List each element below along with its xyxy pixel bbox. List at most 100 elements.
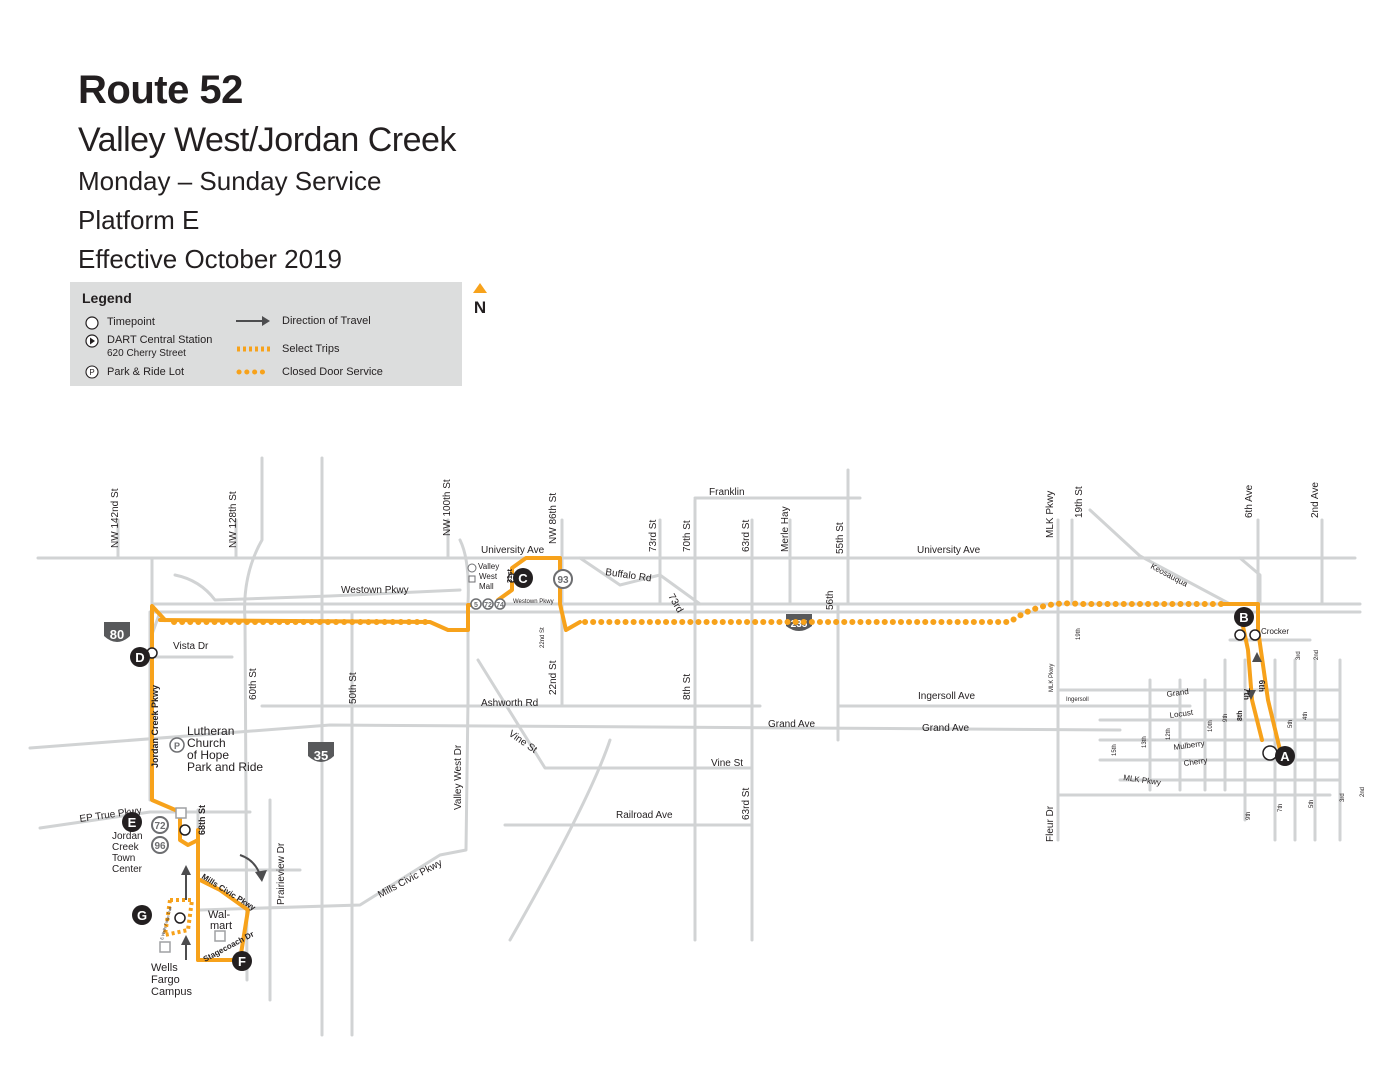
label-jordan-creek-town-center: Jordan Creek Town Center <box>112 831 145 875</box>
label-grand-small: Grand <box>1166 687 1189 699</box>
timepoint-icon <box>85 316 99 330</box>
label-8th: 8th St <box>682 674 693 700</box>
label-9th: 9th <box>1223 714 1229 722</box>
label-15th: 15th <box>1112 744 1118 756</box>
closed-door-segment <box>171 600 1225 625</box>
interstate-235-label: 235 <box>791 619 808 630</box>
legend-central-station-address: 620 Cherry Street <box>107 348 186 359</box>
timepoint-f-label: F <box>238 954 246 969</box>
park-ride-icon: P <box>169 737 185 753</box>
legend-select-trips: Select Trips <box>282 343 340 355</box>
direction-arrows <box>181 652 1262 960</box>
label-73rd: 73rd St <box>648 520 659 552</box>
label-westown-small: Westown Pkwy <box>513 599 554 605</box>
route-number: Route 52 <box>78 68 243 112</box>
label-50th: 50th St <box>348 672 359 704</box>
label-70th: 70th St <box>682 520 693 552</box>
label-8th-s: 8th <box>1237 711 1244 722</box>
label-56th: 56th <box>825 591 836 610</box>
timepoint-b: B <box>1234 607 1261 641</box>
label-6th-ave: 6th Ave <box>1244 484 1255 518</box>
legend-central-station: DART Central Station <box>107 334 213 346</box>
direction-arrow-icon <box>236 316 270 326</box>
svg-text:P: P <box>89 368 94 377</box>
timepoint-e: E <box>122 812 191 836</box>
closed-door-icon <box>236 369 273 375</box>
service-days: Monday – Sunday Service <box>78 166 382 196</box>
label-63rd: 63rd St <box>741 520 752 552</box>
legend-closed-door: Closed Door Service <box>282 366 383 378</box>
mall-park-ride-icon <box>467 563 477 583</box>
street-grid <box>28 456 1362 1037</box>
route-header: Route 52 Valley West/Jordan Creek Monday… <box>78 62 456 279</box>
route-74-label: 74 <box>496 602 504 609</box>
label-keosauqua: Keosauqua <box>1149 562 1189 589</box>
legend-park-ride: Park & Ride Lot <box>107 366 185 378</box>
label-22nd-small: 22nd St <box>540 627 546 648</box>
label-valley-west-dr: Valley West Dr <box>453 744 464 810</box>
label-mills-civic: Mills Civic Pkwy <box>376 858 444 901</box>
direction-arrow-icon <box>255 870 267 882</box>
effective-date: Effective October 2019 <box>78 244 343 274</box>
label-12th: 12th <box>1166 728 1172 740</box>
label-60th: 60th St <box>248 668 259 700</box>
label-5th: 5th <box>1288 720 1294 728</box>
north-arrow-icon: N <box>473 283 487 316</box>
park-ride-icon: P <box>85 365 99 379</box>
label-wells-fargo-campus: Wells Fargo Campus <box>151 962 192 998</box>
label-nw-142nd: NW 142nd St <box>110 488 121 548</box>
legend-title: Legend <box>82 290 132 306</box>
route-5-badge <box>470 598 482 610</box>
label-nw-100th: NW 100th St <box>442 479 453 536</box>
label-9th-s: 9th <box>1246 812 1252 820</box>
label-university-w: University Ave <box>481 545 545 556</box>
select-trips-segment <box>162 898 195 938</box>
route-72b-badge <box>482 598 494 610</box>
label-13th: 13th <box>1142 736 1148 748</box>
label-63rd-s: 63rd St <box>741 788 752 820</box>
label-ingersoll-small: Ingersoll <box>1066 697 1089 703</box>
interstate-235-shield: 235 <box>786 614 812 631</box>
place-labels: Valley West Mall Lutheran Church of Hope… <box>112 562 499 998</box>
label-68th: 68th St <box>197 805 207 835</box>
route-72-badge <box>151 816 169 834</box>
direction-arrow-icon <box>1252 652 1262 662</box>
legend-timepoint: Timepoint <box>107 316 155 328</box>
label-grand-w: Grand Ave <box>768 719 816 730</box>
timepoint-g: G <box>132 905 186 925</box>
label-westown: Westown Pkwy <box>341 585 409 596</box>
label-31st: 31st <box>507 568 514 583</box>
svg-text:P: P <box>174 741 180 751</box>
label-grand-e: Grand Ave <box>922 723 970 734</box>
label-2nd-s: 2nd <box>1360 787 1366 797</box>
label-6th: 6th <box>1257 680 1266 692</box>
central-station-icon <box>85 334 99 348</box>
label-crocker: Crocker <box>1261 627 1289 636</box>
label-prairieview: Prairieview Dr <box>276 842 287 905</box>
label-7th: 7th <box>1242 688 1251 700</box>
label-mulberry: Mulberry <box>1173 739 1205 752</box>
route-name: Valley West/Jordan Creek <box>78 121 456 159</box>
label-vista: Vista Dr <box>173 641 209 652</box>
label-university-e: University Ave <box>917 545 981 556</box>
label-ashworth: Ashworth Rd <box>481 698 538 709</box>
interstate-35-label: 35 <box>314 748 328 763</box>
label-10th: 10th <box>1208 720 1214 732</box>
legend-direction: Direction of Travel <box>282 315 371 327</box>
timepoint-e-label: E <box>128 815 137 830</box>
platform-label: Platform E <box>78 205 200 235</box>
label-mlk-mid: MLK Pkwy <box>1049 664 1055 692</box>
label-2nd: 2nd <box>1314 650 1320 660</box>
label-5th-s: 5th <box>1309 800 1315 808</box>
label-55th: 55th St <box>835 522 846 554</box>
interstate-80-shield: 80 <box>104 622 130 642</box>
route-74-badge <box>494 598 506 610</box>
route-72b-label: 72 <box>484 602 492 609</box>
label-fleur: Fleur Dr <box>1045 805 1056 842</box>
label-mlk-s: MLK Pkwy <box>1123 773 1162 787</box>
timepoint-a-label: A <box>1280 749 1290 764</box>
building-icons <box>159 807 226 953</box>
label-jordan-creek-pkwy: Jordan Creek Pkwy <box>150 685 160 768</box>
timepoint-c: C <box>507 568 533 588</box>
legend: Legend Timepoint DART Central Station 62… <box>70 282 462 386</box>
